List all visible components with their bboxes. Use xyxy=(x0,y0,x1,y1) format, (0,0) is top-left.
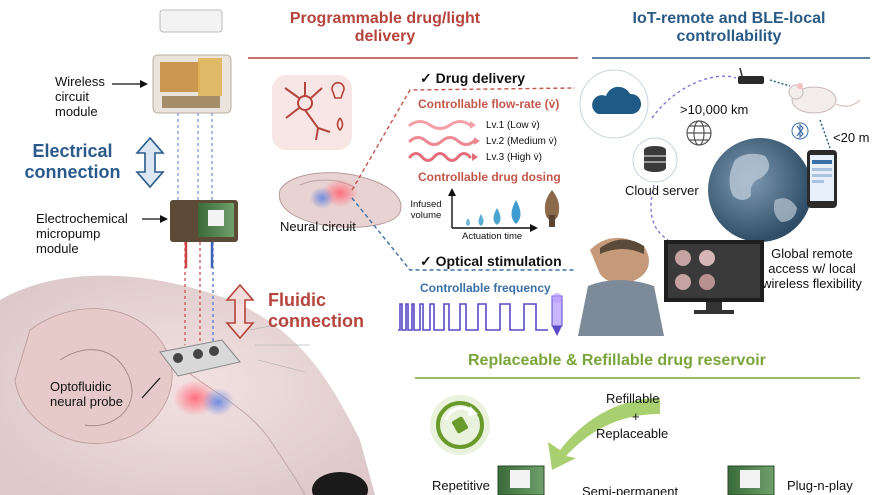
cloud-server-label: Cloud server xyxy=(625,183,699,198)
replaceable-label: Replaceable xyxy=(596,426,669,441)
infused-volume-label: Infused volume xyxy=(410,199,442,221)
globe-icon xyxy=(708,138,812,242)
led-probe-icon xyxy=(551,293,563,336)
distance-near-label: <20 m xyxy=(833,130,870,145)
semi-permanent-label: Semi-permanent xyxy=(582,484,679,495)
reservoir-heading: Replaceable & Refillable drug reservoir xyxy=(468,352,766,369)
drug-delivery-label: ✓ Drug delivery xyxy=(420,70,526,86)
neural-circuit-label: Neural circuit xyxy=(280,219,356,234)
plus-label: + xyxy=(632,409,640,424)
global-access-label: Global remote access w/ local wireless f… xyxy=(762,246,862,291)
optical-pulse-train xyxy=(398,303,548,331)
reservoir-green-arrow xyxy=(548,398,660,470)
user-at-monitor-illustration xyxy=(578,237,764,336)
server-icon xyxy=(632,137,678,183)
mouse-animal-illustration xyxy=(788,83,861,114)
drug-light-heading: Programmable drug/light delivery xyxy=(289,10,481,46)
actuation-time-label: Actuation time xyxy=(462,231,523,242)
micropump-label: Electrochemical micropump module xyxy=(36,211,128,256)
level-3-label: Lv.3 (High v̇) xyxy=(486,152,542,163)
flow-rate-label: Controllable flow-rate (v̇) xyxy=(418,97,560,111)
repetitive-label: Repetitive xyxy=(432,478,490,493)
fluidic-connection-label: Fluidic connection xyxy=(268,290,365,331)
refillable-label: Refillable xyxy=(606,391,660,406)
bluetooth-icon xyxy=(791,122,809,140)
iot-heading: IoT-remote and BLE-local controllability xyxy=(632,10,826,46)
smartphone-icon xyxy=(807,150,837,208)
electrical-connection-label: Electrical connection xyxy=(24,141,121,182)
dosing-chart xyxy=(448,188,560,232)
flow-rate-waves xyxy=(408,120,480,162)
reservoir-module-left xyxy=(497,465,545,495)
plug-n-play-label: Plug-n-play xyxy=(787,478,853,493)
probe-label: Optofluidic neural probe xyxy=(50,379,123,409)
brain-illustration xyxy=(278,172,402,228)
frequency-label: Controllable frequency xyxy=(420,281,551,295)
refill-replace-icon xyxy=(430,395,490,455)
neuron-icon xyxy=(272,75,352,150)
device-stack xyxy=(152,9,241,416)
level-1-label: Lv.1 (Low v̇) xyxy=(486,120,540,131)
electrical-arrow-icon xyxy=(135,136,165,189)
level-2-label: Lv.2 (Medium v̇) xyxy=(486,136,557,147)
wireless-module-label: Wireless circuit module xyxy=(55,74,105,119)
fluidic-arrow-icon xyxy=(225,283,255,340)
web-icon xyxy=(686,120,712,146)
cloud-icon xyxy=(579,69,649,139)
reservoir-module-right xyxy=(727,465,775,495)
router-icon xyxy=(738,67,764,84)
optical-stimulation-label: ✓ Optical stimulation xyxy=(420,253,562,269)
distance-far-label: >10,000 km xyxy=(680,102,749,117)
dosing-label: Controllable drug dosing xyxy=(418,170,561,184)
